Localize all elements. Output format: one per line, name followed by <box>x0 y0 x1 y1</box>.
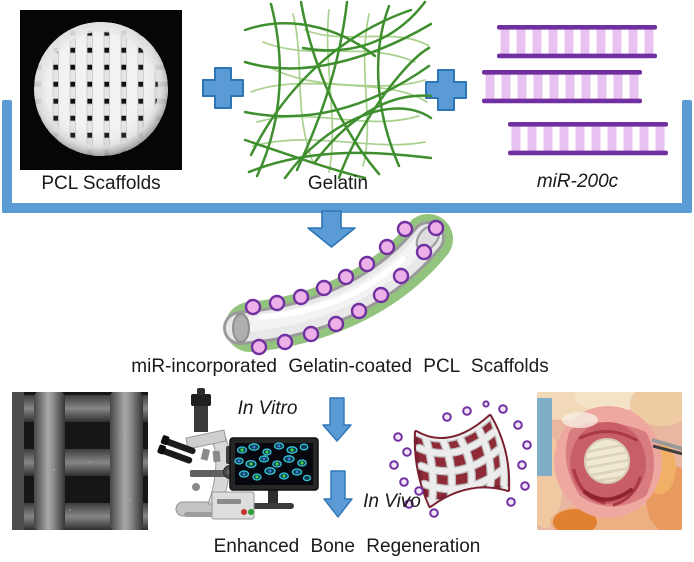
product-label: miR-incorporated Gelatin-coated PCL Scaf… <box>131 356 549 377</box>
sem-image <box>12 392 148 530</box>
in-vivo-label: In Vivo <box>363 491 421 512</box>
down-arrow-icon <box>322 397 352 442</box>
plus-icon <box>202 67 244 109</box>
mir-particle-dots <box>244 219 445 356</box>
down-arrow-icon <box>307 210 356 248</box>
mir-duplex-illustration <box>482 25 668 156</box>
mir-release-dots <box>389 400 532 518</box>
gelatin-illustration <box>243 0 433 180</box>
pcl-scaffold-photo <box>20 10 182 170</box>
in-vitro-label: In Vitro <box>237 398 298 419</box>
pcl-scaffolds-label: PCL Scaffolds <box>41 173 161 194</box>
result-label: Enhanced Bone Regeneration <box>213 536 481 557</box>
mir-200c-label: miR-200c <box>536 171 619 192</box>
bracket-merge <box>2 100 692 213</box>
monitor-with-cells <box>229 437 319 509</box>
control-box <box>211 491 255 520</box>
surgery-photo <box>537 392 682 530</box>
plus-icon <box>425 69 467 111</box>
coated-scaffold-illustration <box>223 214 453 356</box>
gelatin-label: Gelatin <box>307 173 369 194</box>
down-arrow-icon <box>323 470 353 518</box>
